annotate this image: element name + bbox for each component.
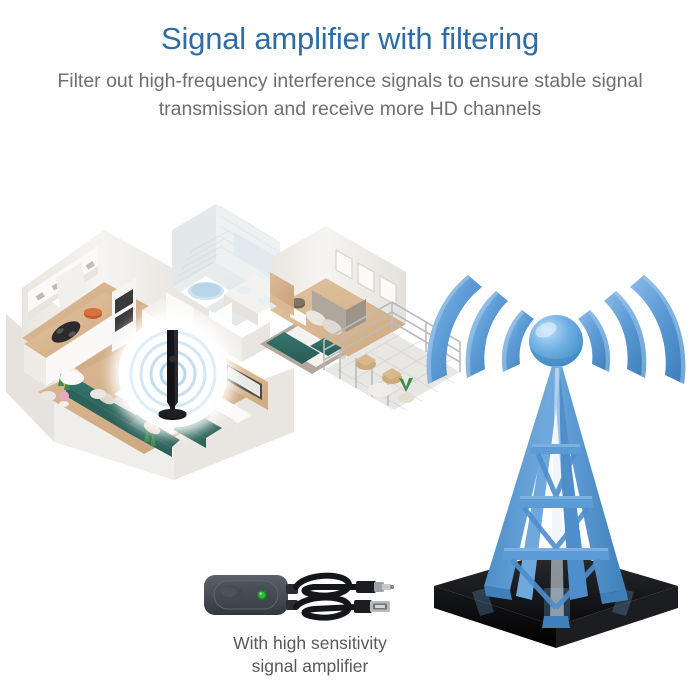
amplifier-body [204,575,298,615]
indoor-tv-antenna-icon [158,330,187,420]
coax-cable [293,572,361,599]
balcony-furniture [356,354,402,397]
tower-lattice [510,453,602,610]
room-dining-nook [40,371,106,407]
signal-arcs-right-highlight [588,275,686,384]
usb-cable [293,594,359,621]
tower-structure [484,366,628,628]
tower-feet [484,586,628,628]
page-title: Signal amplifier with filtering [160,21,539,56]
flower-vase [59,391,69,407]
usb-a-connector [354,600,390,613]
balcony-potted-plant [398,378,414,403]
amplifier-product-photo [200,562,400,634]
coax-f-connector [356,581,394,593]
floorplan-illustration [0,142,464,502]
broadcast-tower-illustration [412,248,700,668]
subtitle-line-1: Filter out high-frequency interference s… [57,70,587,93]
amplifier-caption: With high sensitivity signal amplifier [185,632,435,679]
bathroom-tile-pattern [173,205,277,285]
antenna-spotlight [118,318,228,428]
amplifier-caption-line-2: signal amplifier [251,656,369,677]
bedroom-wall-frames [335,248,397,307]
room-balcony [323,301,461,411]
signal-arcs-left [426,275,534,384]
page-subtitle: Filter out high-frequency interference s… [25,56,675,123]
tower-emitter-sphere [529,315,583,367]
header: Signal amplifier with filtering Filter o… [0,0,700,123]
signal-arcs-right [578,275,686,384]
amplifier-caption-line-1: With high sensitivity [233,633,387,653]
signal-arcs-left-highlight [426,275,524,384]
subtitle-line-2: signal transmission and receive more HD … [158,70,643,120]
